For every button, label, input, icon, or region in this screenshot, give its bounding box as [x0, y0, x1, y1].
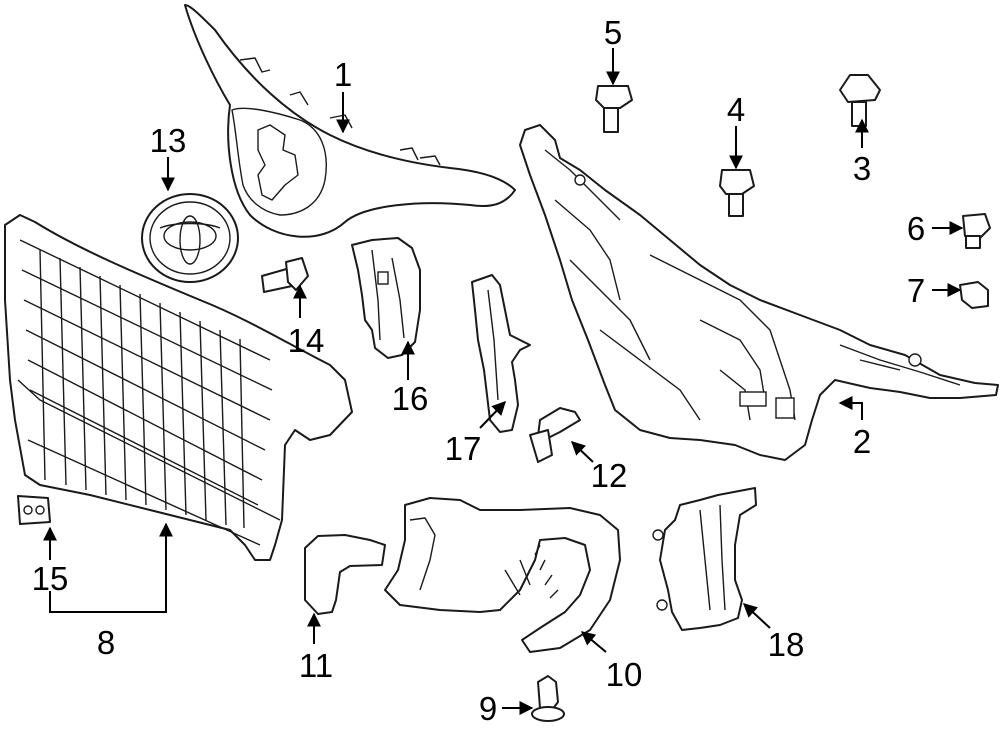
callout-4: 4 — [727, 91, 745, 128]
callout-18: 18 — [768, 626, 805, 663]
callout-10: 10 — [606, 656, 643, 693]
part-8-lower-grille — [4, 214, 353, 561]
callout-1: 1 — [334, 56, 352, 93]
leader-10 — [580, 631, 607, 653]
part-14-screw — [261, 257, 309, 293]
part-4-bolt — [719, 169, 755, 217]
callout-13: 13 — [150, 122, 187, 159]
callout-16: 16 — [392, 380, 429, 417]
part-16-bracket — [351, 237, 421, 359]
part-5-bolt — [595, 85, 633, 133]
part-11-air-guide — [304, 534, 386, 615]
callout-7: 7 — [907, 272, 925, 309]
leader-lines — [43, 48, 964, 715]
callout-2: 2 — [853, 423, 871, 460]
callout-9: 9 — [479, 690, 497, 727]
callout-labels: 1 2 3 4 5 6 7 8 9 10 11 12 13 14 15 16 1… — [32, 14, 926, 727]
callout-17: 17 — [445, 430, 482, 467]
part-18-side-bracket — [652, 487, 757, 631]
part-3-clip — [839, 74, 881, 127]
leader-18 — [742, 603, 771, 629]
part-2-support-bracket — [519, 124, 999, 461]
callout-8: 8 — [97, 624, 115, 661]
part-17-bracket — [471, 274, 531, 433]
part-7-nut — [959, 281, 989, 309]
part-13-emblem — [141, 193, 239, 283]
part-6-bolt — [962, 213, 991, 249]
part-9-clip — [531, 675, 565, 722]
callout-14: 14 — [288, 322, 325, 359]
callout-11: 11 — [299, 647, 333, 684]
part-15-clip — [17, 495, 51, 525]
callout-6: 6 — [907, 210, 925, 247]
callout-3: 3 — [853, 150, 871, 187]
callout-5: 5 — [604, 14, 622, 51]
part-1-upper-grille — [184, 4, 516, 238]
leader-12 — [570, 441, 594, 463]
part-10-lower-duct — [384, 497, 621, 653]
callout-15: 15 — [32, 560, 69, 597]
leader-2 — [838, 396, 863, 420]
leader-17 — [479, 400, 506, 429]
callout-12: 12 — [591, 457, 628, 494]
leader-8 — [49, 522, 173, 613]
part-12-bracket — [529, 407, 581, 463]
